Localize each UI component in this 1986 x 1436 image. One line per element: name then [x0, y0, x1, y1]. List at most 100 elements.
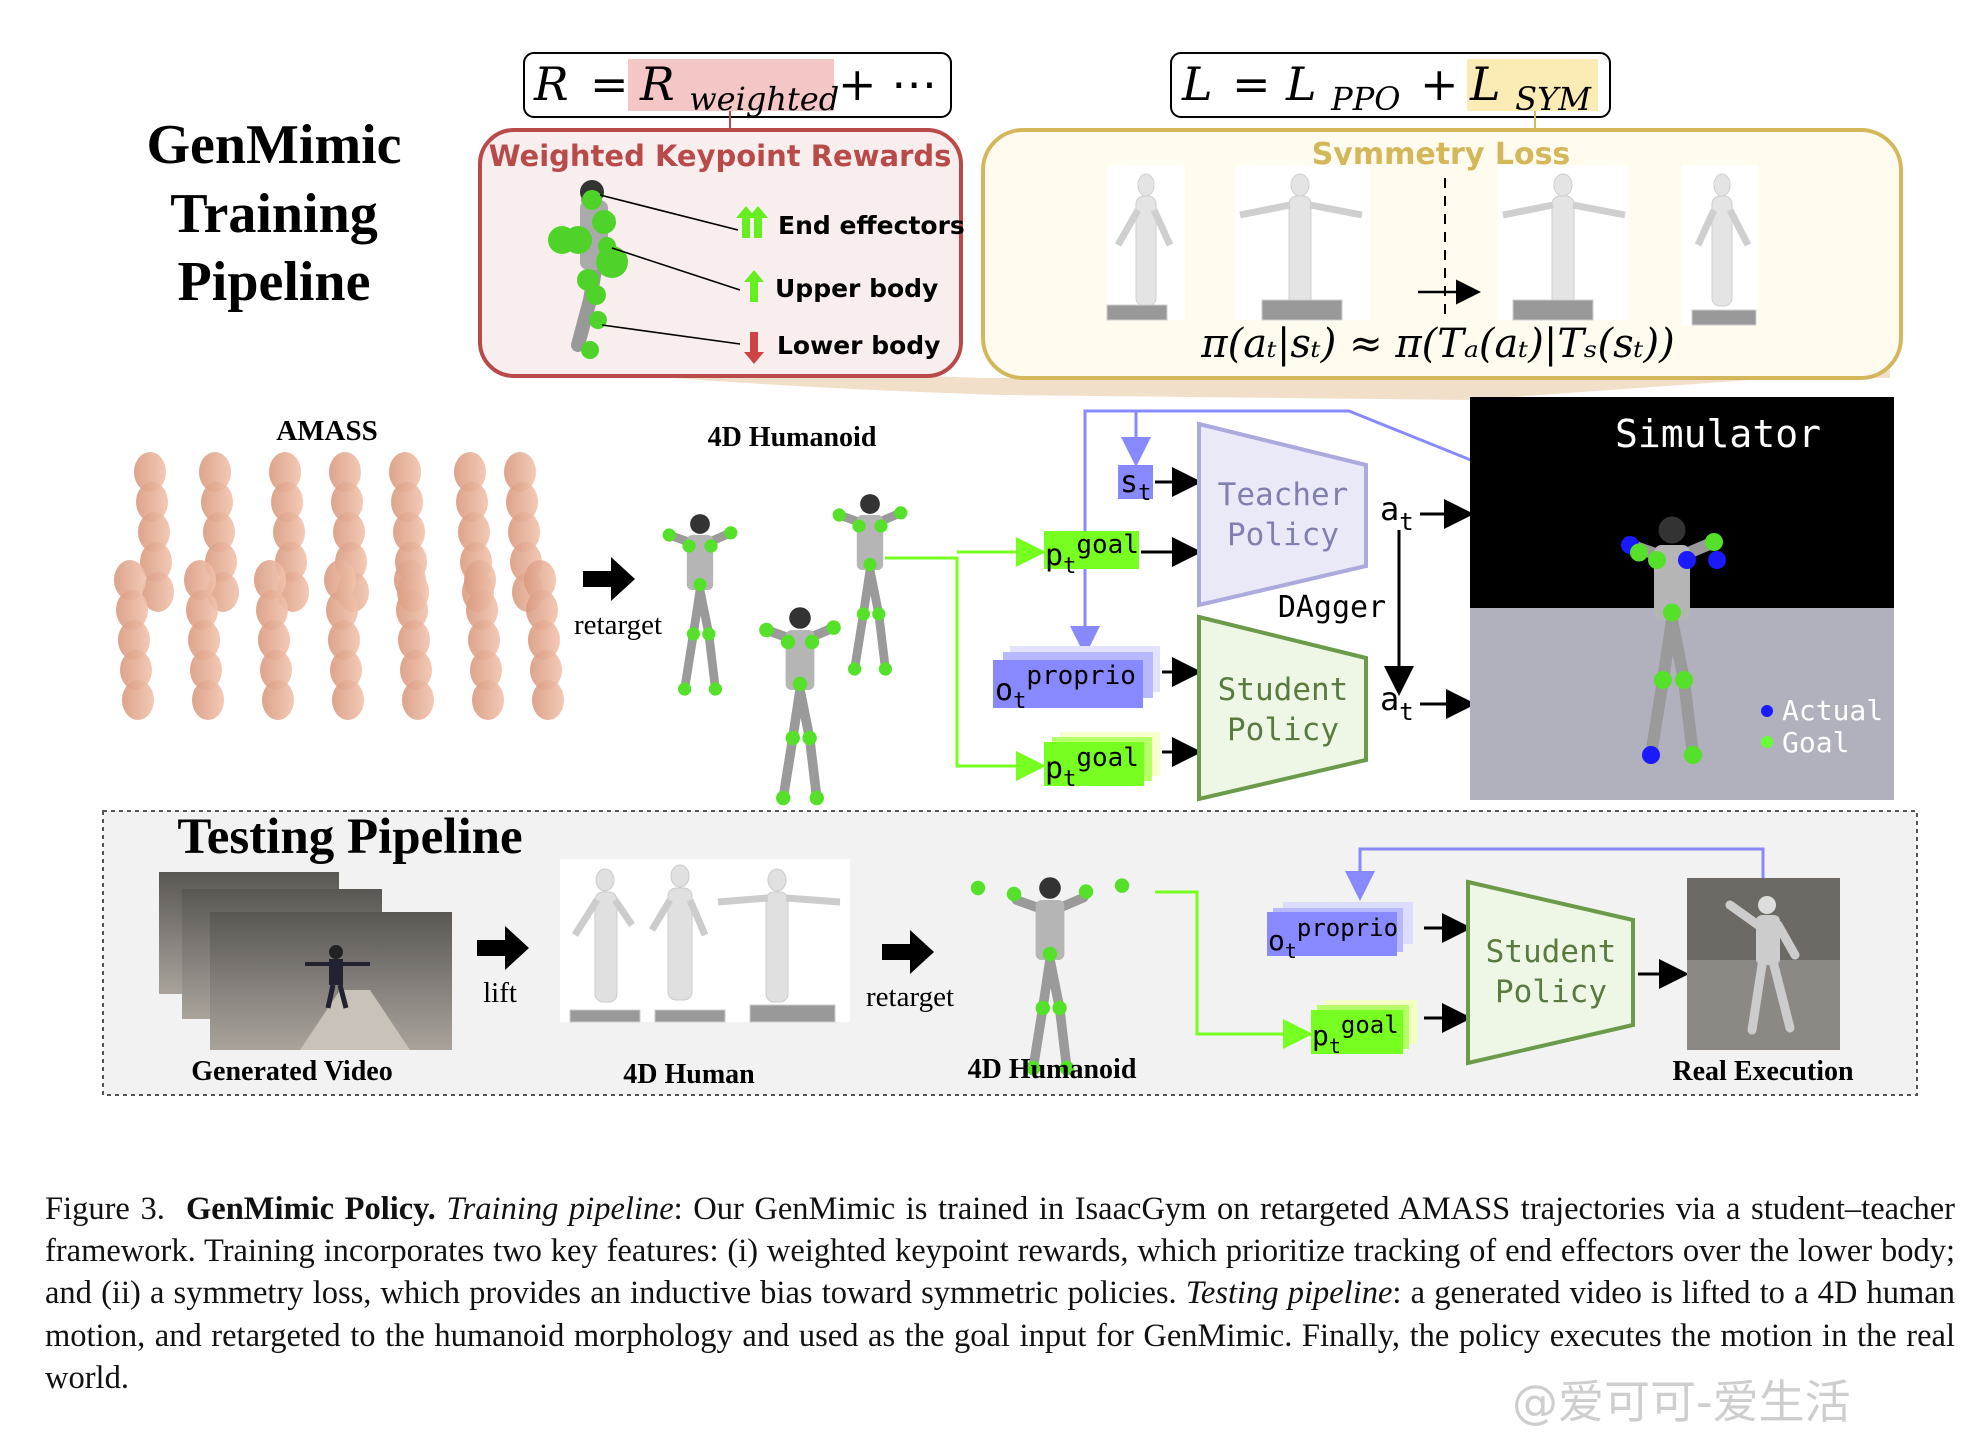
keypoint	[1042, 946, 1058, 962]
amass-figure	[262, 680, 294, 720]
human-label: 4D Human	[623, 1059, 755, 1090]
keypoint	[1654, 671, 1672, 689]
proprio-input-student: otproprio	[1267, 902, 1413, 963]
actual-legend-dot	[1761, 705, 1773, 717]
keypoint	[872, 607, 886, 621]
real-execution-image	[1687, 878, 1840, 1050]
amass-figure	[118, 620, 150, 660]
caption-italic: Training pipeline	[446, 1191, 674, 1227]
amass-figure	[142, 572, 174, 612]
real-execution-label: Real Execution	[1672, 1056, 1854, 1087]
amass-figure	[456, 482, 488, 522]
humanoid-label: 4D Humanoid	[968, 1054, 1137, 1085]
4d-human-images	[560, 859, 850, 1023]
keypoint	[809, 790, 824, 806]
amass-figure	[184, 560, 216, 600]
keypoint	[1678, 551, 1696, 569]
keypoint	[678, 682, 692, 696]
proprio-input-student: otproprio	[993, 646, 1160, 714]
amass-figure	[326, 590, 358, 630]
amass-figure	[458, 512, 490, 552]
reward-formula: R = R weighted + ⋯	[523, 52, 952, 130]
svg-text:st: st	[1120, 465, 1151, 506]
lift-label: lift	[483, 977, 517, 1009]
watermark: @爱可可-爱生活	[1512, 1375, 1851, 1429]
amass-figure	[393, 512, 425, 552]
keypoint	[704, 539, 718, 553]
simulated-humanoid	[1621, 516, 1726, 764]
testing-title: Testing Pipeline	[177, 809, 522, 865]
amass-figure	[136, 482, 168, 522]
keypoint	[724, 526, 738, 540]
state-flow-line	[1345, 847, 1765, 901]
amass-figure	[260, 650, 292, 690]
weighted-keypoint-rewards-panel: Weighted Keypoint Rewards End effectors …	[478, 128, 974, 378]
keypoint	[693, 577, 707, 592]
title-line: GenMimic	[146, 114, 401, 176]
upper-body-label: Upper body	[775, 274, 938, 303]
state-input-st: st	[1118, 465, 1153, 506]
amass-figure	[454, 452, 486, 492]
symmetry-loss-panel: Symmetry Loss π(aₜ|sₜ) ≈ π(Tₐ(aₜ)|Tₛ(sₜ)…	[981, 128, 1903, 380]
svg-text:R = R weight: R = R weighted + ⋯	[533, 57, 937, 121]
svg-text:ptgoal: ptgoal	[1045, 530, 1139, 579]
amass-figure	[472, 680, 504, 720]
keypoint	[1026, 1060, 1041, 1076]
amass-figure	[526, 590, 558, 630]
caption-figure-number: Figure 3.	[45, 1191, 165, 1227]
keypoint	[852, 519, 866, 533]
keypoint	[1006, 886, 1022, 902]
goal-flow-line	[1155, 890, 1313, 1049]
amass-figure	[332, 680, 364, 720]
keypoint	[1648, 551, 1666, 569]
amass-figure	[470, 650, 502, 690]
amass-figure	[134, 452, 166, 492]
keypoint	[1059, 1060, 1075, 1076]
keypoint	[1035, 1000, 1051, 1016]
double-up-arrow-icon	[736, 206, 768, 238]
keypoint	[804, 634, 820, 650]
generated-video-label: Generated Video	[191, 1056, 392, 1087]
amass-figure	[186, 590, 218, 630]
keypoint	[702, 627, 716, 641]
amass-figure	[391, 482, 423, 522]
keypoint	[1708, 551, 1726, 569]
svg-text:otproprio: otproprio	[1268, 914, 1398, 963]
robot-torso	[1035, 900, 1065, 960]
amass-figure	[116, 590, 148, 630]
keypoint-humanoid-image	[548, 180, 628, 359]
keypoint	[708, 682, 723, 696]
retarget-arrow-icon	[882, 930, 934, 974]
keypoint	[785, 730, 800, 746]
amass-figure	[120, 650, 152, 690]
keypoint	[826, 620, 841, 635]
amass-figure	[398, 620, 430, 660]
amass-figure	[190, 650, 222, 690]
keypoint	[863, 557, 877, 572]
mirrored-human-poses	[1106, 165, 1758, 326]
amass-figure	[192, 680, 224, 720]
amass-figure	[258, 620, 290, 660]
training-title: GenMimic Training Pipeline	[146, 114, 401, 313]
amass-motion-sequences	[114, 452, 564, 720]
amass-figure	[256, 590, 288, 630]
amass-figure	[466, 590, 498, 630]
keypoint	[776, 790, 791, 806]
down-arrow-icon	[744, 332, 764, 364]
4d-humanoid-image	[970, 877, 1130, 1076]
svg-text:End effectors Upper body: End effectors Upper body Lower body	[775, 211, 974, 360]
keypoint	[792, 676, 808, 692]
amass-figure	[400, 650, 432, 690]
figure-caption: Figure 3. GenMimic Policy. Training pipe…	[45, 1188, 1955, 1399]
simulator-title: Simulator	[1615, 412, 1821, 456]
retarget-label: retarget	[574, 609, 662, 641]
keypoint	[1078, 884, 1094, 899]
